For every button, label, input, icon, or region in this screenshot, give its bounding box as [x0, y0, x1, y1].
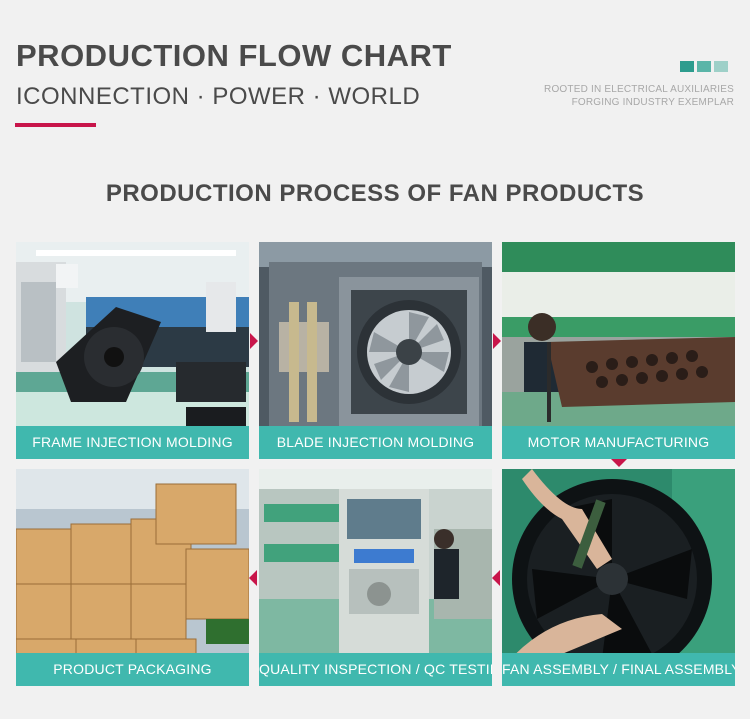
flow-arrow-right-icon [493, 333, 501, 349]
step-card-quality-inspection: QUALITY INSPECTION / QC TESTING [259, 469, 492, 686]
blade-mold-photo [259, 242, 492, 459]
flow-arrow-right-icon [250, 333, 258, 349]
tagline-line-1: ROOTED IN ELECTRICAL AUXILIARIES [544, 84, 734, 95]
decor-square-mid [697, 61, 711, 72]
step-label-frame-injection: FRAME INJECTION MOLDING [16, 426, 249, 459]
step-label-fan-assembly: FAN ASSEMBLY / FINAL ASSEMBLY [502, 653, 735, 686]
tagline: ROOTED IN ELECTRICAL AUXILIARIES FORGING… [544, 83, 734, 109]
motor-workshop-photo [502, 242, 735, 459]
step-card-fan-assembly: FAN ASSEMBLY / FINAL ASSEMBLY [502, 469, 735, 686]
page-title: PRODUCTION FLOW CHART [16, 38, 452, 73]
section-title: PRODUCTION PROCESS OF FAN PRODUCTS [105, 180, 645, 207]
step-card-frame-injection: FRAME INJECTION MOLDING [16, 242, 249, 459]
step-card-product-packaging: PRODUCT PACKAGING [16, 469, 249, 686]
fan-assembly-photo [502, 469, 735, 686]
page-subtitle: ICONNECTION · POWER · WORLD [16, 83, 421, 110]
step-card-blade-injection: BLADE INJECTION MOLDING [259, 242, 492, 459]
qc-testing-machine-photo [259, 469, 492, 686]
decor-square-light [714, 61, 728, 72]
factory-frame-molding-photo [16, 242, 249, 459]
flow-arrow-down-icon [611, 459, 627, 467]
title-underline [15, 123, 96, 127]
cardboard-boxes-photo [16, 469, 249, 686]
step-card-motor-manufacturing: MOTOR MANUFACTURING [502, 242, 735, 459]
step-label-product-packaging: PRODUCT PACKAGING [16, 653, 249, 686]
tagline-line-2: FORGING INDUSTRY EXEMPLAR [571, 97, 734, 108]
step-label-motor-manufacturing: MOTOR MANUFACTURING [502, 426, 735, 459]
decor-square-dark [680, 61, 694, 72]
step-label-quality-inspection: QUALITY INSPECTION / QC TESTING [259, 653, 492, 686]
decorative-squares [680, 61, 728, 72]
flow-arrow-left-icon [249, 570, 257, 586]
flow-arrow-left-icon [492, 570, 500, 586]
step-label-blade-injection: BLADE INJECTION MOLDING [259, 426, 492, 459]
